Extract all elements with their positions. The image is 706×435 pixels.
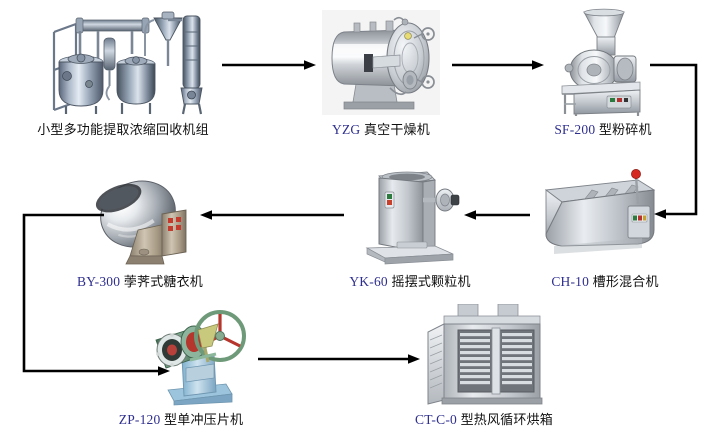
arrow-extraction-to-dryer xyxy=(222,58,318,72)
node-label-trough-mixer: CH-10 槽形混合机 xyxy=(551,271,658,290)
arrow-mixer-to-granulator xyxy=(464,208,530,222)
node-label-text: 型单冲压片机 xyxy=(164,413,244,428)
node-code: CT-C-0 xyxy=(415,412,461,427)
node-label-pulverizer: SF-200 型粉碎机 xyxy=(554,119,651,138)
node-label-text: 小型多功能提取浓缩回收机组 xyxy=(37,123,209,138)
node-label-text: 型热风循环烘箱 xyxy=(460,413,553,428)
arrow-tablet-press-to-oven xyxy=(258,352,422,366)
arrow-coating-to-tablet-press xyxy=(18,208,238,376)
node-label-text: 真空干燥机 xyxy=(363,123,430,138)
node-code: SF-200 xyxy=(554,122,599,137)
machine-image-trough-mixer xyxy=(532,168,660,256)
node-label-granulator: YK-60 摇摆式颗粒机 xyxy=(349,271,470,290)
node-code: YZG xyxy=(332,122,364,137)
node-label-vacuum-dryer: YZG 真空干燥机 xyxy=(332,119,430,138)
machine-image-drying-oven xyxy=(424,304,546,406)
node-label-coating-machine: BY-300 荸荠式糖衣机 xyxy=(77,271,203,290)
node-label-text: 摇摆式颗粒机 xyxy=(391,275,471,290)
machine-image-vacuum-dryer xyxy=(322,10,440,115)
node-code: YK-60 xyxy=(349,274,392,289)
machine-image-tablet-press xyxy=(142,306,250,406)
node-code: ZP-120 xyxy=(118,412,165,427)
arrow-pulverizer-to-mixer xyxy=(650,58,706,228)
node-code: CH-10 xyxy=(551,274,593,289)
node-code: BY-300 xyxy=(77,274,124,289)
arrow-dryer-to-pulverizer xyxy=(452,58,546,72)
machine-image-coating-pan xyxy=(86,166,192,266)
node-label-text: 型粉碎机 xyxy=(598,123,652,138)
node-label-extraction-unit: 小型多功能提取浓缩回收机组 xyxy=(37,119,209,138)
node-label-text: 荸荠式糖衣机 xyxy=(123,275,203,290)
node-label-tablet-press: ZP-120 型单冲压片机 xyxy=(119,409,243,428)
node-label-text: 槽形混合机 xyxy=(592,275,659,290)
machine-image-pulverizer xyxy=(552,8,648,118)
machine-image-extraction-unit xyxy=(36,6,214,118)
machine-image-granulator xyxy=(357,166,463,266)
node-label-drying-oven: CT-C-0 型热风循环烘箱 xyxy=(415,409,553,428)
arrow-granulator-to-coating xyxy=(200,208,344,222)
